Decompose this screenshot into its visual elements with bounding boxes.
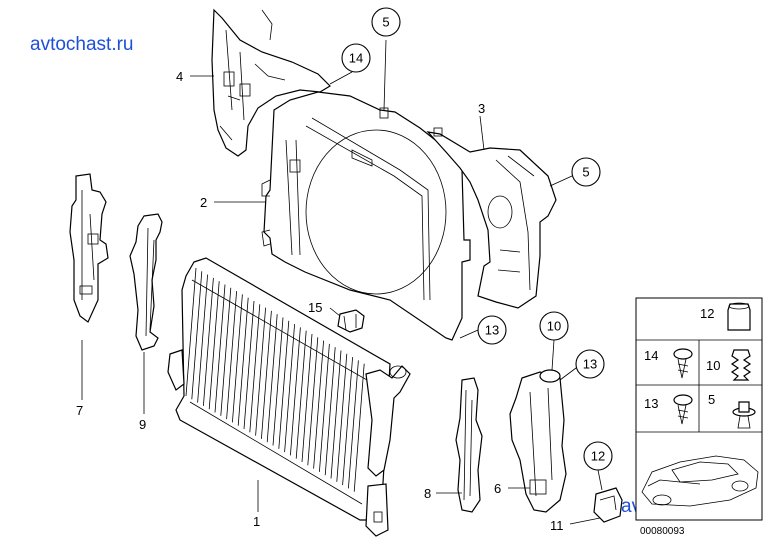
radiator-fin xyxy=(313,340,324,469)
radiator-fin xyxy=(249,304,261,433)
radiator-fin xyxy=(243,300,255,430)
svg-text:14: 14 xyxy=(349,51,363,66)
part-6-expansion-tank xyxy=(509,369,567,513)
part-4-left-shroud-panel xyxy=(211,8,331,157)
callout-8: 8 xyxy=(424,486,431,501)
svg-text:5: 5 xyxy=(382,15,389,30)
diagram-code: 00080093 xyxy=(640,526,685,537)
leader-lines xyxy=(81,39,603,525)
callout-7: 7 xyxy=(76,403,83,418)
radiator-fin xyxy=(220,287,232,416)
part-2-fan-shroud xyxy=(261,91,471,341)
svg-text:12: 12 xyxy=(591,449,605,464)
radiator-fin xyxy=(278,320,290,449)
radiator-fin xyxy=(324,347,336,476)
radiator-fin xyxy=(208,281,220,410)
part-7-left-bracket xyxy=(69,173,109,323)
radiator-fin xyxy=(342,357,353,486)
callout-1: 1 xyxy=(253,514,260,529)
svg-text:13: 13 xyxy=(485,323,499,338)
svg-text:5: 5 xyxy=(582,165,589,180)
part-3-right-shroud-panel xyxy=(426,127,557,309)
legend-13: 13 xyxy=(644,396,658,411)
car-location-thumbnail xyxy=(641,455,759,507)
part-1-radiator xyxy=(167,257,411,537)
callout-circle-12: 12 xyxy=(583,441,613,471)
part-9-left-strip-bracket xyxy=(129,213,163,351)
radiator-fin xyxy=(290,327,301,456)
radiator-fin xyxy=(272,317,284,446)
radiator-fin xyxy=(295,330,307,459)
radiator-fin xyxy=(307,337,319,466)
radiator-fin xyxy=(266,314,278,443)
radiator-fin xyxy=(319,343,330,472)
callout-4: 4 xyxy=(176,69,183,84)
fastener-legend-table: 00080093 xyxy=(635,297,763,537)
radiator-fin xyxy=(336,353,348,482)
svg-text:13: 13 xyxy=(583,357,597,372)
callout-circle-14: 14 xyxy=(341,43,371,73)
radiator-fin xyxy=(191,271,203,400)
radiator-fin xyxy=(237,297,249,426)
part-15-rubber-mount xyxy=(337,309,365,333)
callout-circle-10: 10 xyxy=(539,311,569,341)
callout-numbers: 4 2 3 7 9 15 1 8 6 11 xyxy=(76,69,564,533)
callout-3: 3 xyxy=(478,101,485,116)
callout-circle-5-right: 5 xyxy=(571,157,601,187)
callout-6: 6 xyxy=(494,481,501,496)
radiator-fin xyxy=(255,307,266,436)
radiator-fin xyxy=(226,291,237,420)
radiator-fin xyxy=(261,310,272,439)
radiator-fin xyxy=(185,267,197,397)
callout-15: 15 xyxy=(308,300,322,315)
radiator-fin xyxy=(197,274,208,403)
circled-callouts: 5 14 5 13 10 13 xyxy=(341,7,613,471)
legend-14: 14 xyxy=(644,348,658,363)
radiator-fin xyxy=(214,284,226,413)
radiator-fin xyxy=(353,363,365,492)
svg-text:10: 10 xyxy=(547,319,561,334)
part-8-right-strip-bracket xyxy=(455,377,483,513)
radiator-fin xyxy=(301,333,313,463)
radiator-fin xyxy=(232,294,243,423)
radiator-fin xyxy=(284,324,295,453)
callout-11: 11 xyxy=(550,518,564,533)
radiator-fin xyxy=(330,350,342,479)
legend-numbers: 12 14 10 13 5 xyxy=(644,306,720,411)
callout-circle-13-shroud: 13 xyxy=(477,315,507,345)
callout-circle-5-top: 5 xyxy=(371,7,401,37)
legend-5: 5 xyxy=(708,392,715,407)
callout-2: 2 xyxy=(200,195,207,210)
legend-10: 10 xyxy=(706,358,720,373)
watermark-top-left: avtochast.ru xyxy=(30,34,134,55)
callout-9: 9 xyxy=(139,417,146,432)
callout-circle-13-tank: 13 xyxy=(575,349,605,379)
radiator-fin xyxy=(203,277,214,406)
radiator-fin xyxy=(348,360,359,489)
legend-12: 12 xyxy=(700,306,714,321)
part-11-clip xyxy=(593,487,623,523)
